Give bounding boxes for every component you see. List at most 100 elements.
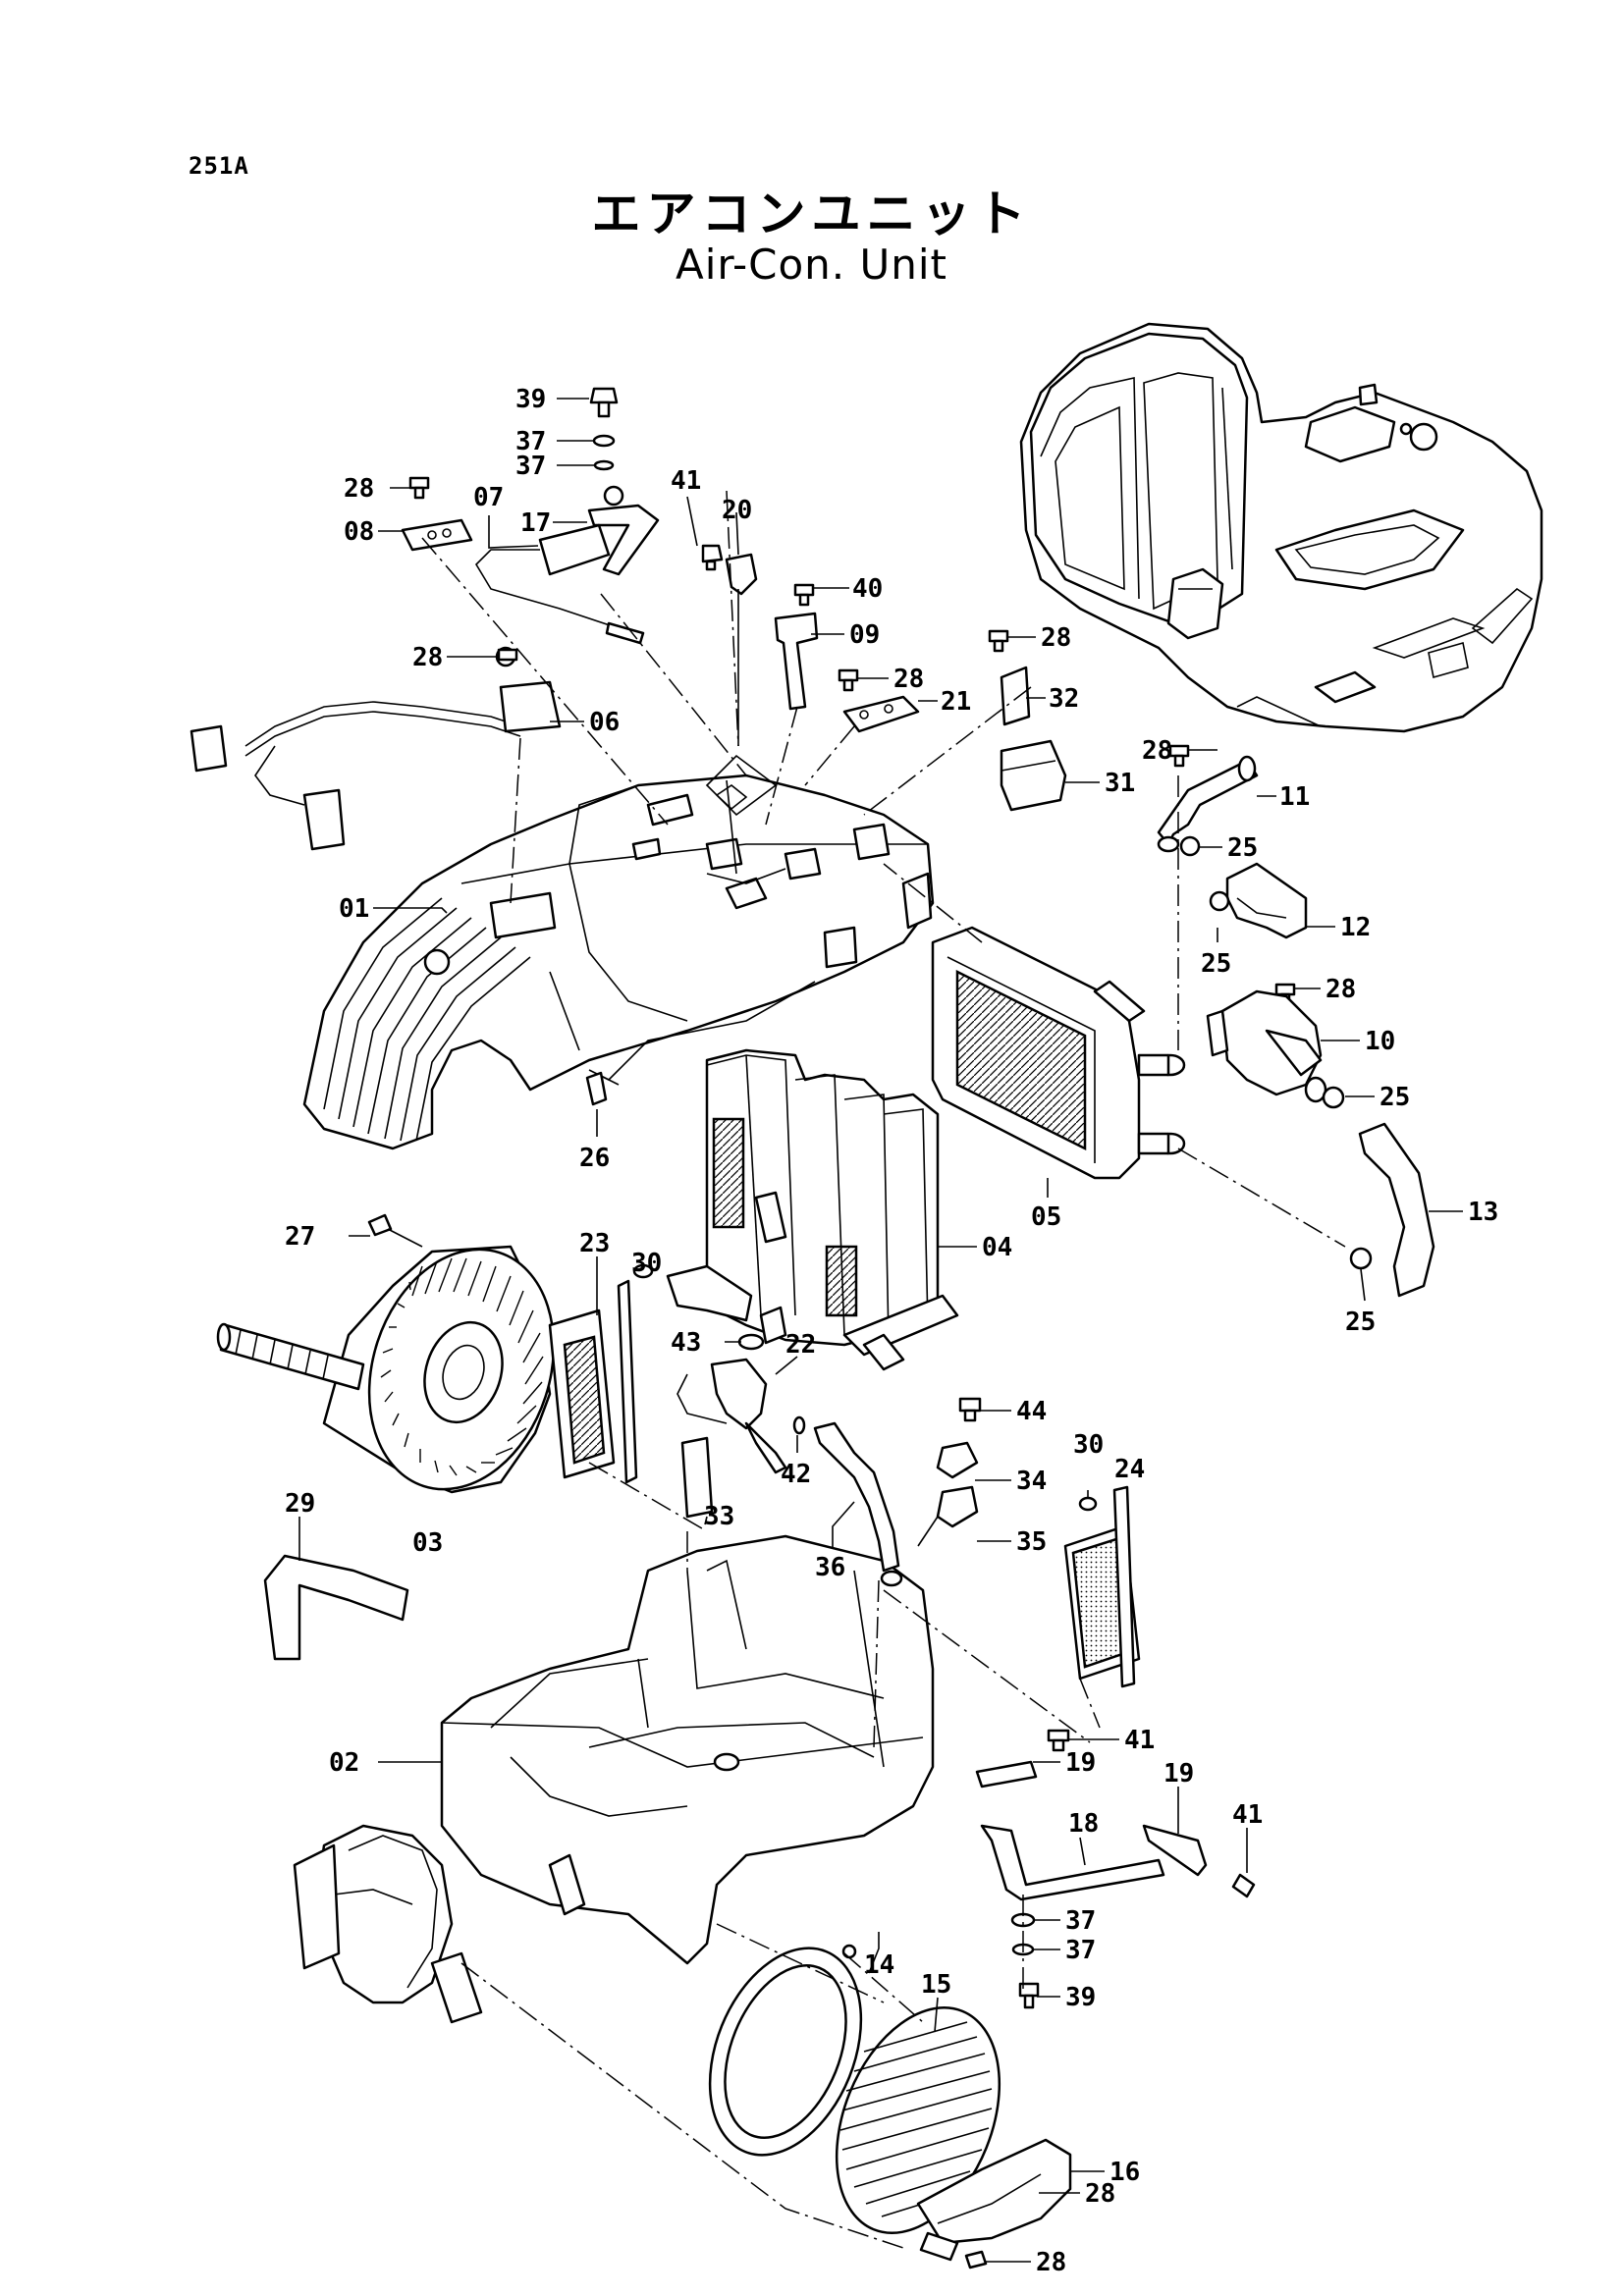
callout-28: 28 bbox=[1325, 975, 1356, 1004]
callout-16: 16 bbox=[1109, 2158, 1140, 2187]
top-bolt-washers bbox=[589, 387, 619, 471]
actuator-20 bbox=[705, 553, 778, 817]
callout-41: 41 bbox=[671, 466, 701, 496]
callout-42: 42 bbox=[781, 1460, 811, 1489]
callout-32: 32 bbox=[1049, 684, 1079, 714]
clamp-34-35 bbox=[917, 1441, 979, 1547]
relay-bracket-32 bbox=[1000, 666, 1031, 726]
callout-33: 33 bbox=[704, 1502, 734, 1531]
pipe-36 bbox=[813, 1421, 903, 1587]
excavator-illustration bbox=[1019, 322, 1543, 733]
callout-36: 36 bbox=[815, 1553, 845, 1582]
callout-22: 22 bbox=[785, 1330, 816, 1360]
callout-37: 37 bbox=[515, 452, 546, 481]
evaporator bbox=[666, 1048, 959, 1371]
hose-29 bbox=[263, 1554, 409, 1661]
callout-27: 27 bbox=[285, 1222, 315, 1252]
callout-19: 19 bbox=[1163, 1759, 1194, 1789]
hose-clamps-25 bbox=[1179, 835, 1373, 1270]
callout-40: 40 bbox=[852, 574, 883, 604]
callout-21: 21 bbox=[941, 687, 971, 717]
callout-41: 41 bbox=[1232, 1800, 1263, 1830]
callout-24: 24 bbox=[1114, 1455, 1145, 1484]
callout-35: 35 bbox=[1016, 1527, 1047, 1557]
relay-31 bbox=[1000, 739, 1067, 812]
callout-01: 01 bbox=[339, 894, 369, 924]
hose-12 bbox=[1225, 862, 1308, 939]
alignment-lines bbox=[421, 490, 1346, 2249]
filter-23 bbox=[548, 1279, 638, 1484]
page-code: 251A bbox=[189, 152, 249, 180]
callout-10: 10 bbox=[1365, 1027, 1395, 1056]
callout-37: 37 bbox=[1065, 1936, 1096, 1965]
valve-10 bbox=[1206, 989, 1327, 1103]
page-title-japanese: エアコンユニット bbox=[591, 186, 1032, 242]
callout-14: 14 bbox=[864, 1950, 894, 1980]
callout-13: 13 bbox=[1468, 1198, 1498, 1227]
callout-39: 39 bbox=[515, 385, 546, 414]
callout-29: 29 bbox=[285, 1489, 315, 1519]
grille-ring-14 bbox=[708, 1944, 863, 2157]
callout-34: 34 bbox=[1016, 1467, 1047, 1496]
lower-housing bbox=[293, 1534, 935, 2024]
callout-12: 12 bbox=[1340, 913, 1371, 942]
callout-39: 39 bbox=[1065, 1983, 1096, 2012]
callout-11: 11 bbox=[1279, 782, 1310, 812]
leader-lines bbox=[298, 398, 1463, 2263]
callout-25: 25 bbox=[1227, 833, 1258, 863]
thermistor-07 bbox=[474, 523, 645, 645]
gaskets bbox=[632, 1263, 1098, 1512]
callout-07: 07 bbox=[473, 483, 504, 512]
callout-25: 25 bbox=[1345, 1308, 1376, 1337]
bolt-screws bbox=[367, 476, 1296, 2269]
callout-37: 37 bbox=[515, 427, 546, 456]
expansion-valve-22 bbox=[676, 1358, 787, 1474]
callout-25: 25 bbox=[1380, 1083, 1410, 1112]
bracket-09 bbox=[774, 612, 819, 711]
cover-16 bbox=[916, 2138, 1072, 2262]
callout-06: 06 bbox=[589, 708, 620, 737]
callout-28: 28 bbox=[893, 665, 924, 694]
callout-26: 26 bbox=[579, 1144, 610, 1173]
callout-03: 03 bbox=[412, 1528, 443, 1558]
callout-20: 20 bbox=[722, 496, 752, 525]
callout-30: 30 bbox=[631, 1249, 662, 1278]
harness-06 bbox=[189, 646, 562, 851]
hose-13 bbox=[1358, 1122, 1435, 1298]
callout-43: 43 bbox=[671, 1328, 701, 1358]
upper-housing-ribs bbox=[323, 897, 531, 1142]
callout-28: 28 bbox=[1036, 2248, 1066, 2277]
water-pipe-11 bbox=[1157, 755, 1259, 853]
filter-24 bbox=[1063, 1485, 1141, 1688]
upper-housing bbox=[302, 774, 935, 1150]
lever-18-19 bbox=[975, 1760, 1208, 1901]
callout-41: 41 bbox=[1124, 1726, 1155, 1755]
page-title-english: Air-Con. Unit bbox=[676, 240, 947, 289]
clip-26 bbox=[585, 1071, 608, 1106]
callout-37: 37 bbox=[1065, 1906, 1096, 1936]
callout-02: 02 bbox=[329, 1748, 359, 1778]
callout-28: 28 bbox=[1085, 2179, 1115, 2209]
grille-cover-15 bbox=[835, 2005, 1001, 2235]
fan-blades bbox=[380, 1257, 544, 1476]
heater-core bbox=[931, 926, 1186, 1180]
callout-17: 17 bbox=[520, 508, 551, 538]
bracket-21 bbox=[842, 695, 920, 733]
insulation-33 bbox=[680, 1436, 714, 1519]
callout-28: 28 bbox=[1041, 623, 1071, 653]
callout-15: 15 bbox=[921, 1970, 951, 2000]
callout-28: 28 bbox=[412, 643, 443, 672]
callout-31: 31 bbox=[1105, 769, 1135, 798]
callout-09: 09 bbox=[849, 620, 880, 650]
blower-fan-and-motor bbox=[216, 1245, 556, 1494]
callout-04: 04 bbox=[982, 1233, 1012, 1262]
callout-18: 18 bbox=[1068, 1809, 1099, 1839]
callout-28: 28 bbox=[344, 474, 374, 504]
callout-23: 23 bbox=[579, 1229, 610, 1258]
bracket-08 bbox=[401, 518, 473, 552]
callout-08: 08 bbox=[344, 517, 374, 547]
callout-25: 25 bbox=[1201, 949, 1231, 979]
callout-labels: 39 37 37 28 41 07 20 08 17 40 09 28 28 2… bbox=[285, 385, 1498, 2277]
callout-28: 28 bbox=[1142, 736, 1172, 766]
